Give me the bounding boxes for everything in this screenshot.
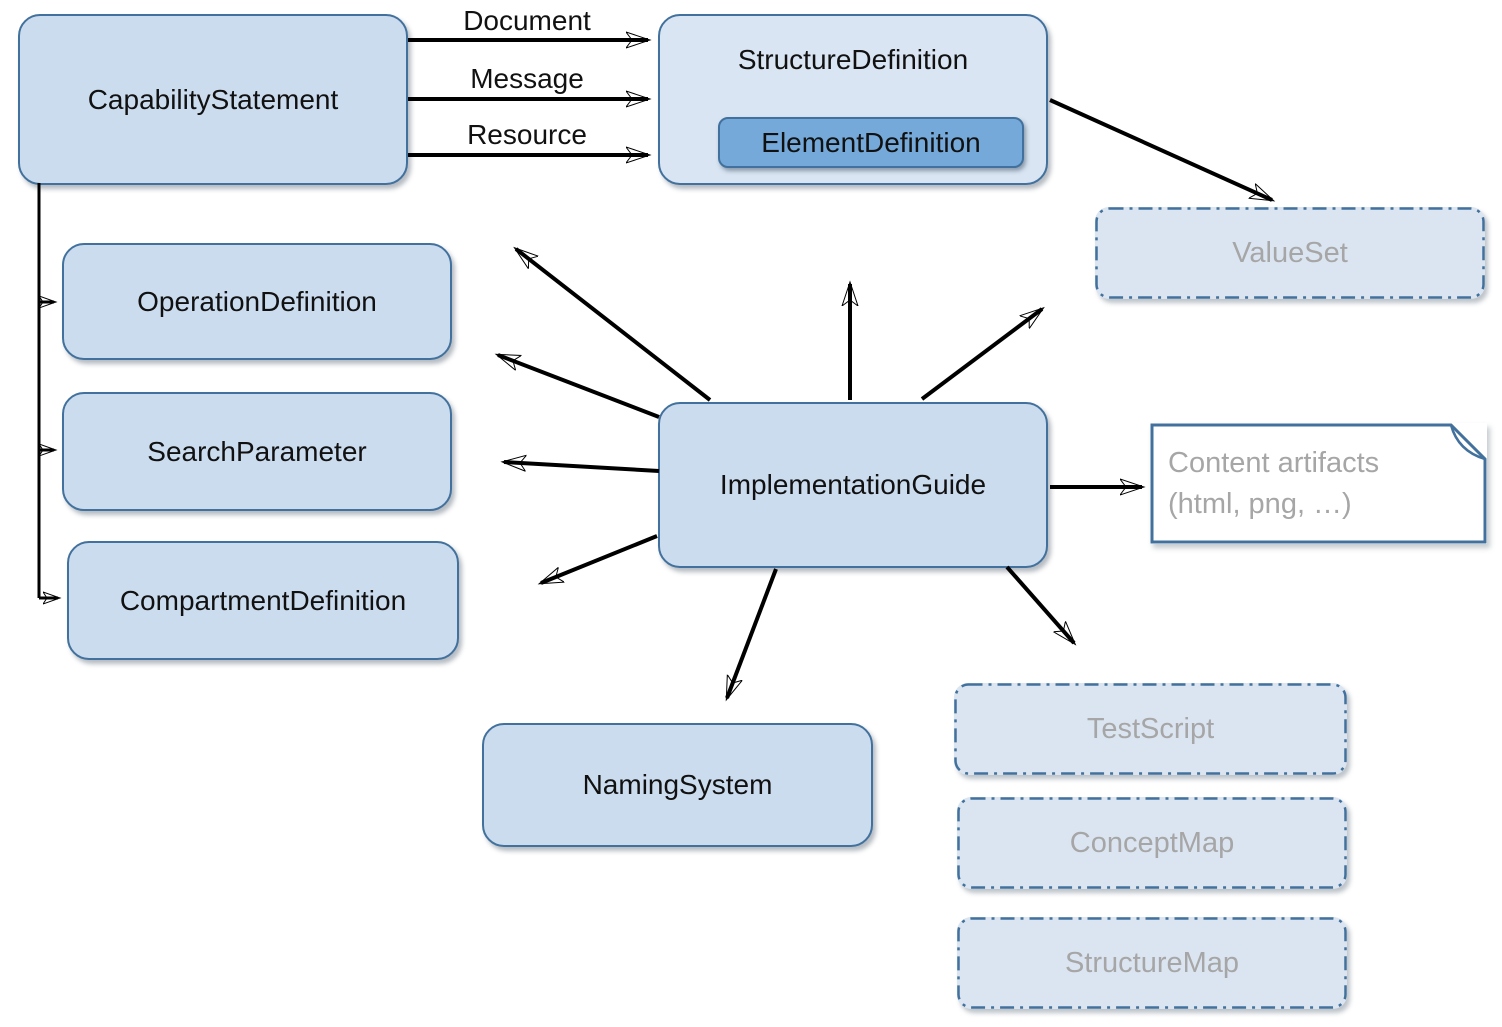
dash-dot-border [954,683,1347,775]
node-compartment-definition: CompartmentDefinition [67,541,459,660]
node-implementation-guide: ImplementationGuide [658,402,1048,568]
arrow-ig-lower-right [1005,565,1074,643]
node-label: NamingSystem [582,769,773,800]
note-line-1: Content artifacts [1168,447,1380,479]
arrow-ig-upper-right [920,309,1042,401]
arrow-ig-lower-left [541,534,658,585]
node-label: Content artifacts (html, png, …) [1150,423,1487,525]
node-concept-map: ConceptMap [957,797,1347,889]
node-label: StructureMap [1064,946,1240,979]
node-structure-map: StructureMap [957,917,1347,1009]
node-label: SearchParameter [147,435,367,467]
node-label: CompartmentDefinition [119,584,407,616]
node-label: ConceptMap [1069,826,1235,859]
node-operation-definition: OperationDefinition [62,243,452,360]
node-element-definition: ElementDefinition [718,117,1024,168]
arrow-ig-naming-system [725,568,778,698]
note-outline [1150,423,1487,544]
node-search-parameter: SearchParameter [62,392,452,511]
edge-label-message: Message [470,63,584,94]
dash-dot-border [1095,207,1485,299]
node-value-set: ValueSet [1095,207,1485,299]
node-label: CapabilityStatement [87,83,339,115]
node-content-artifacts: Content artifacts (html, png, …) [1150,423,1487,544]
node-label: TestScript [1086,712,1215,745]
arrow-ig-left [504,462,660,473]
dash-dot-border [957,917,1347,1009]
node-label: ValueSet [1232,236,1348,269]
node-label: ElementDefinition [761,126,981,158]
node-label: ImplementationGuide [719,469,987,500]
node-capability-statement: CapabilityStatement [18,14,408,185]
note-line-2: (html, png, …) [1168,488,1352,520]
arrow-ig-upper-left-far [516,249,712,402]
dash-dot-border [957,797,1347,889]
edge-label-resource: Resource [467,119,587,150]
arrow-ig-upper-left [498,353,660,419]
node-label: OperationDefinition [137,285,377,317]
node-label: StructureDefinition [737,44,969,75]
arrow-structuredefinition-valueset [1049,98,1272,202]
node-test-script: TestScript [954,683,1347,775]
edge-label-document: Document [463,5,591,36]
node-naming-system: NamingSystem [482,723,873,847]
